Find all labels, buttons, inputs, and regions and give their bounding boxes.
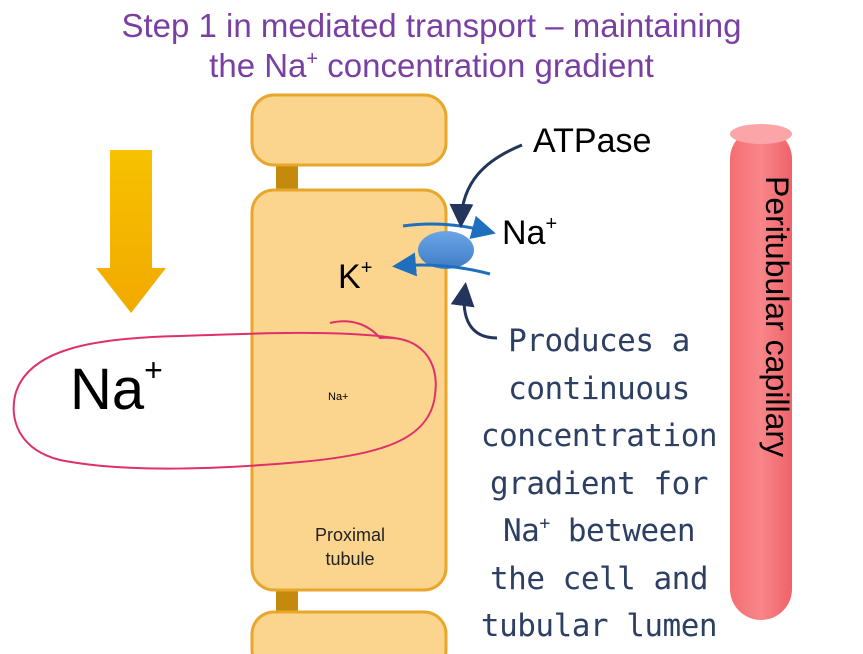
gradient-note: Produces a continuous concentration grad… [458,318,740,651]
cell-na-label: Na+ [328,391,349,403]
na-out-label: Na+ [502,214,557,253]
lumen-na-label: Na+ [70,360,163,420]
note-line-6: the cell and [458,556,740,604]
cell-top [252,95,446,165]
note-line-5: Na+ between [458,508,740,556]
k-in-label: K+ [338,258,372,297]
capillary-label: Peritubular capillary [762,176,792,457]
note-line-7: tubular lumen [458,603,740,651]
atpase-pump [418,231,474,269]
note-line-1: Produces a [458,318,740,366]
flow-down-arrow [96,150,166,313]
note-line-3: concentration [458,413,740,461]
capillary-top-opening [730,124,792,144]
note-line-2: continuous [458,366,740,414]
atpase-label: ATPase [533,122,651,161]
atpase-pointer-arrow [461,145,522,222]
note-line-4: gradient for [458,461,740,509]
cell-bottom [252,612,446,654]
proximal-tubule-label: Proximal tubule [295,523,405,571]
